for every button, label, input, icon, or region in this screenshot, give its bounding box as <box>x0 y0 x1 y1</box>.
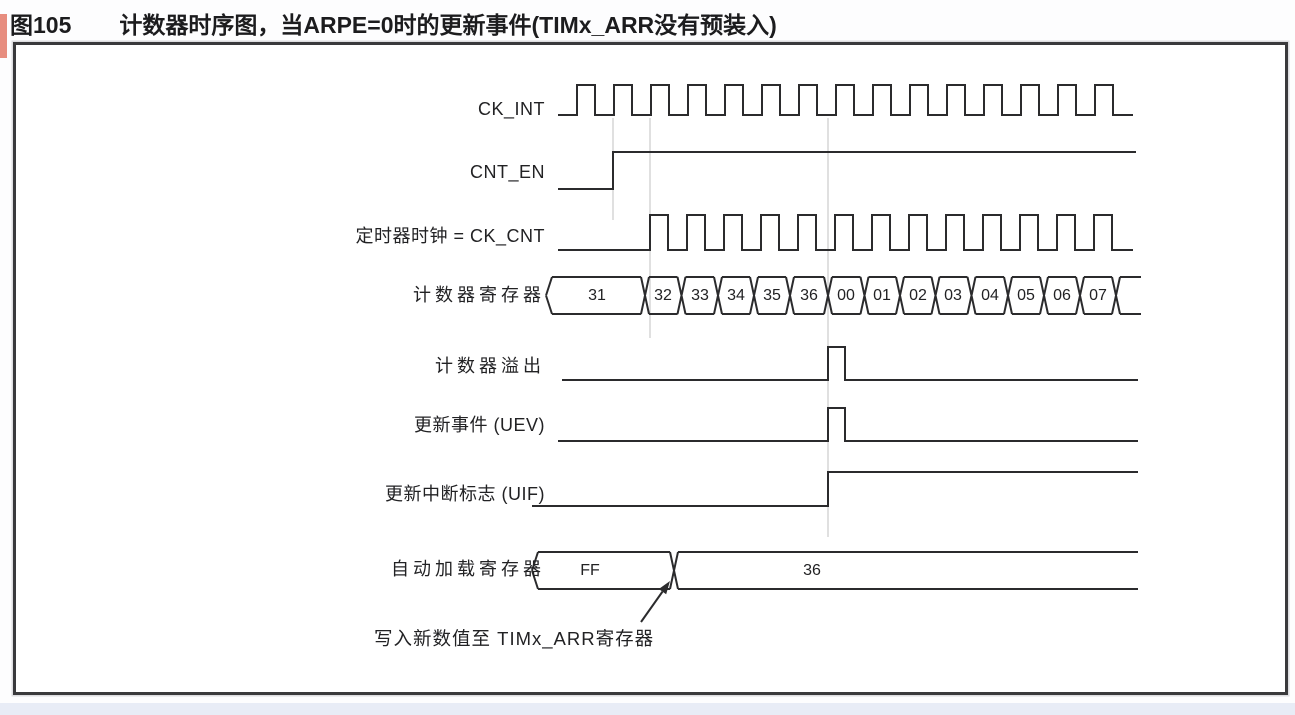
bus-value-counter: 31 <box>588 286 606 304</box>
waveform-cnt_en <box>558 151 1136 190</box>
bus-value-arr: 36 <box>803 561 821 579</box>
bus-value-counter: 34 <box>727 286 745 304</box>
page-bottom-strip <box>0 703 1295 715</box>
signal-label-cnt_en: CNT_EN <box>469 162 545 182</box>
signal-label-overflow: 计数器溢出 <box>435 356 545 376</box>
bus-value-counter: 00 <box>837 286 855 304</box>
signal-label-uif: 更新中断标志 (UIF) <box>385 484 545 504</box>
annotation-arrow-line <box>640 591 664 623</box>
annotation-arrowhead <box>658 581 670 595</box>
bus-value-counter: 07 <box>1089 286 1107 304</box>
waveform-ck_cnt <box>558 214 1133 251</box>
signal-label-uev: 更新事件 (UEV) <box>414 415 545 435</box>
waveform-uev <box>558 407 1138 442</box>
bus-value-counter: 04 <box>981 286 999 304</box>
bus-value-counter: 33 <box>691 286 709 304</box>
signal-label-ck_int: CK_INT <box>477 99 545 119</box>
waveform-uif <box>532 471 1138 507</box>
page-edge-mark <box>0 14 7 58</box>
bus-value-counter: 32 <box>654 286 672 304</box>
bus-value-counter: 35 <box>763 286 781 304</box>
waveform-overflow <box>562 346 1138 381</box>
bus-value-arr: FF <box>580 561 600 579</box>
waveform-counter <box>545 276 1141 315</box>
bus-value-counter: 02 <box>909 286 927 304</box>
signal-label-ck_cnt: 定时器时钟 = CK_CNT <box>355 226 545 246</box>
bus-value-counter: 03 <box>944 286 962 304</box>
waveform-ck_int <box>558 84 1133 116</box>
signal-label-counter: 计数器寄存器 <box>413 285 545 305</box>
bus-value-counter: 01 <box>873 286 891 304</box>
diagram-frame <box>13 42 1288 695</box>
waveform-arr <box>531 551 1138 590</box>
arr-write-annotation: 写入新数值至 TIMx_ARR寄存器 <box>374 628 655 649</box>
signal-label-arr: 自动加载寄存器 <box>391 559 545 579</box>
figure-title: 图105 计数器时序图，当ARPE=0时的更新事件(TIMx_ARR没有预装入) <box>10 6 777 40</box>
bus-value-counter: 36 <box>800 286 818 304</box>
figure-caption: 计数器时序图，当ARPE=0时的更新事件(TIMx_ARR没有预装入) <box>119 12 777 38</box>
bus-value-counter: 06 <box>1053 286 1071 304</box>
figure-number: 图105 <box>10 12 72 38</box>
bus-value-counter: 05 <box>1017 286 1035 304</box>
